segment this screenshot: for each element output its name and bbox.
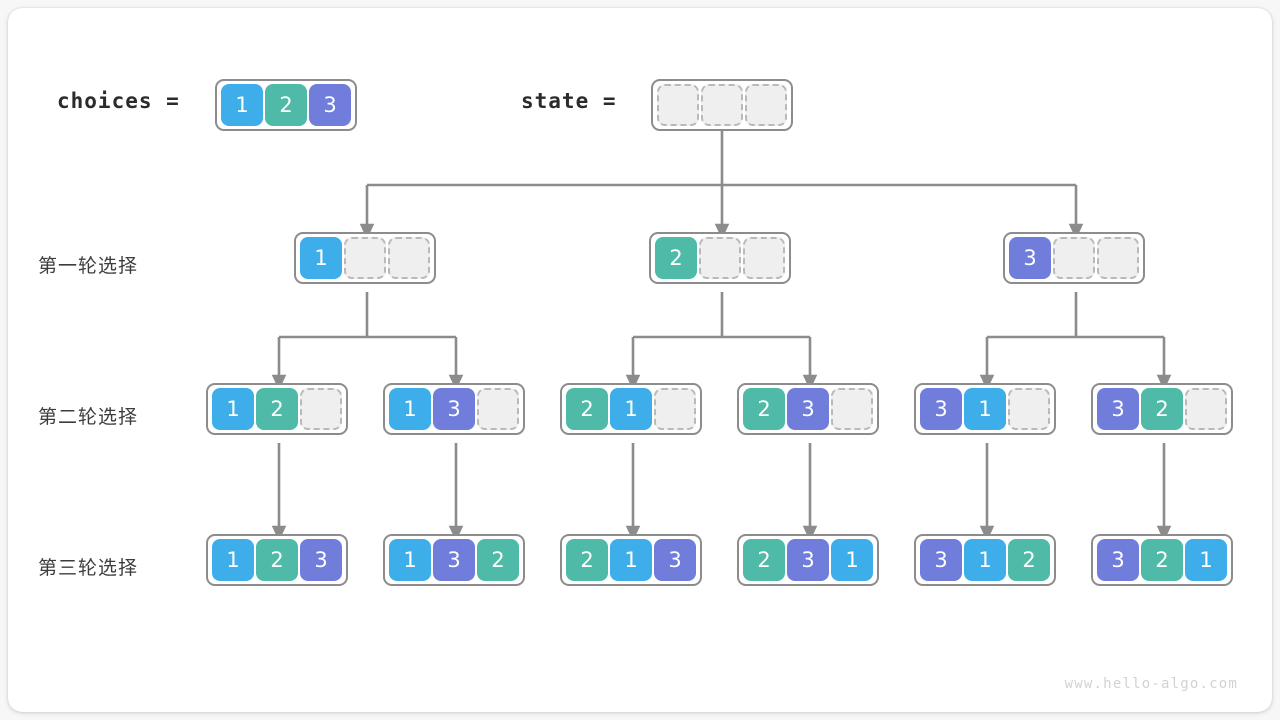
array-cell-value: 1 (212, 539, 254, 581)
array-cell-value: 3 (433, 539, 475, 581)
array-cell-value: 2 (256, 388, 298, 430)
array-cell-value: 1 (831, 539, 873, 581)
array-cell-value: 1 (212, 388, 254, 430)
array-cell-empty (657, 84, 699, 126)
array-cell-empty (1185, 388, 1227, 430)
array-cell-value: 3 (1009, 237, 1051, 279)
array-cell-empty (1008, 388, 1050, 430)
array-cell-value: 2 (477, 539, 519, 581)
array-cell-value: 3 (920, 388, 962, 430)
array-cell-value: 3 (787, 539, 829, 581)
row-label-round-3: 第三轮选择 (38, 557, 139, 579)
array-cell-empty (300, 388, 342, 430)
array-cell-value: 2 (1141, 388, 1183, 430)
array-cell-value: 3 (433, 388, 475, 430)
array-cell-value: 2 (256, 539, 298, 581)
state-label: state = (521, 89, 617, 113)
row-label-round-1: 第一轮选择 (38, 255, 139, 277)
array-cell-empty (388, 237, 430, 279)
array-cell-empty (701, 84, 743, 126)
array-cell-empty (699, 237, 741, 279)
array-cell-value: 1 (610, 388, 652, 430)
tree-node-n-1: 1 (294, 232, 436, 284)
array-cell-value: 2 (265, 84, 307, 126)
array-cell-empty (477, 388, 519, 430)
choices-label: choices = (57, 89, 180, 113)
array-cell-empty (745, 84, 787, 126)
array-cell-value: 2 (655, 237, 697, 279)
diagram-card (8, 8, 1272, 712)
array-cell-value: 1 (389, 388, 431, 430)
array-cell-value: 2 (1008, 539, 1050, 581)
array-cell-value: 1 (1185, 539, 1227, 581)
array-cell-empty (831, 388, 873, 430)
array-cell-empty (344, 237, 386, 279)
watermark: www.hello-algo.com (1064, 676, 1238, 692)
tree-node-n-2: 2 (649, 232, 791, 284)
array-cell-value: 2 (743, 539, 785, 581)
array-cell-empty (1053, 237, 1095, 279)
array-cell-value: 2 (743, 388, 785, 430)
row-label-round-2: 第二轮选择 (38, 406, 139, 428)
array-cell-value: 1 (964, 388, 1006, 430)
array-cell-value: 3 (309, 84, 351, 126)
tree-node-n-3: 3 (1003, 232, 1145, 284)
array-cell-value: 3 (1097, 388, 1139, 430)
array-cell-value: 1 (610, 539, 652, 581)
array-cell-value: 1 (221, 84, 263, 126)
array-cell-value: 1 (300, 237, 342, 279)
array-cell-empty (654, 388, 696, 430)
array-cell-empty (1097, 237, 1139, 279)
array-cell-value: 2 (566, 388, 608, 430)
array-cell-value: 1 (964, 539, 1006, 581)
array-cell-value: 1 (389, 539, 431, 581)
array-cell-value: 3 (654, 539, 696, 581)
array-cell-empty (743, 237, 785, 279)
array-cell-value: 3 (1097, 539, 1139, 581)
array-cell-value: 3 (787, 388, 829, 430)
array-cell-value: 3 (920, 539, 962, 581)
array-cell-value: 2 (566, 539, 608, 581)
array-cell-value: 2 (1141, 539, 1183, 581)
array-cell-value: 3 (300, 539, 342, 581)
state-array (651, 79, 793, 131)
